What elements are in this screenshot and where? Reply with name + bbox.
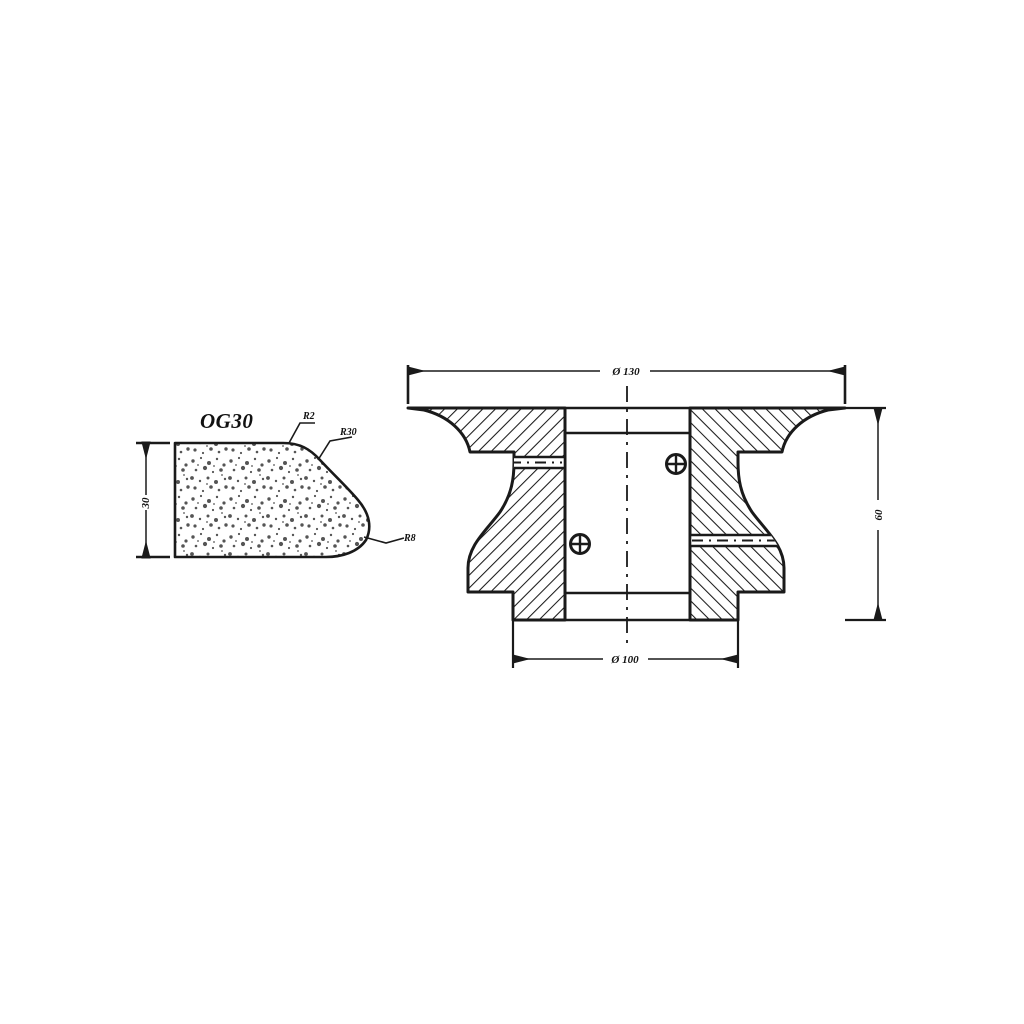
overall-height-dimension: 60: [845, 406, 886, 622]
section-right-half: [688, 406, 847, 622]
outer-diameter-dimension: Ø 130: [406, 365, 847, 404]
left-split-gap: [408, 455, 565, 470]
leader-radius-upper-label: R2: [302, 411, 315, 422]
profile-height-dimension: 30: [136, 441, 170, 559]
section-left-half: [406, 406, 567, 622]
section-left-outline: [406, 406, 567, 622]
profile-height-value: 30: [140, 497, 152, 510]
leader-nose-radius-label: R30: [339, 427, 357, 438]
overall-height-value: 60: [873, 509, 885, 521]
upper-pin-hole: [665, 453, 687, 475]
section-right-outline: [688, 406, 847, 622]
leader-nose-radius: R30: [317, 427, 357, 461]
edge-profile-view: 30 OG30 R2 R30 R8: [136, 409, 416, 559]
right-split-gap: [690, 533, 845, 548]
bore-diameter-value: Ø 100: [610, 654, 639, 666]
leader-radius-upper: R2: [288, 411, 315, 444]
leader-radius-lower: R8: [363, 533, 416, 544]
section-right-hatch: [690, 408, 845, 620]
bore-diameter-dimension: Ø 100: [511, 620, 740, 668]
outer-diameter-value: Ø 130: [611, 366, 640, 378]
tool-section-view: Ø 130: [406, 365, 886, 668]
abrasive-stipple-body: [173, 441, 371, 559]
lower-pin-hole: [569, 533, 591, 555]
section-left-hatch: [408, 408, 565, 620]
profile-outline: [173, 441, 371, 559]
profile-shape-label: OG30: [200, 409, 253, 433]
leader-radius-lower-label: R8: [403, 533, 416, 544]
